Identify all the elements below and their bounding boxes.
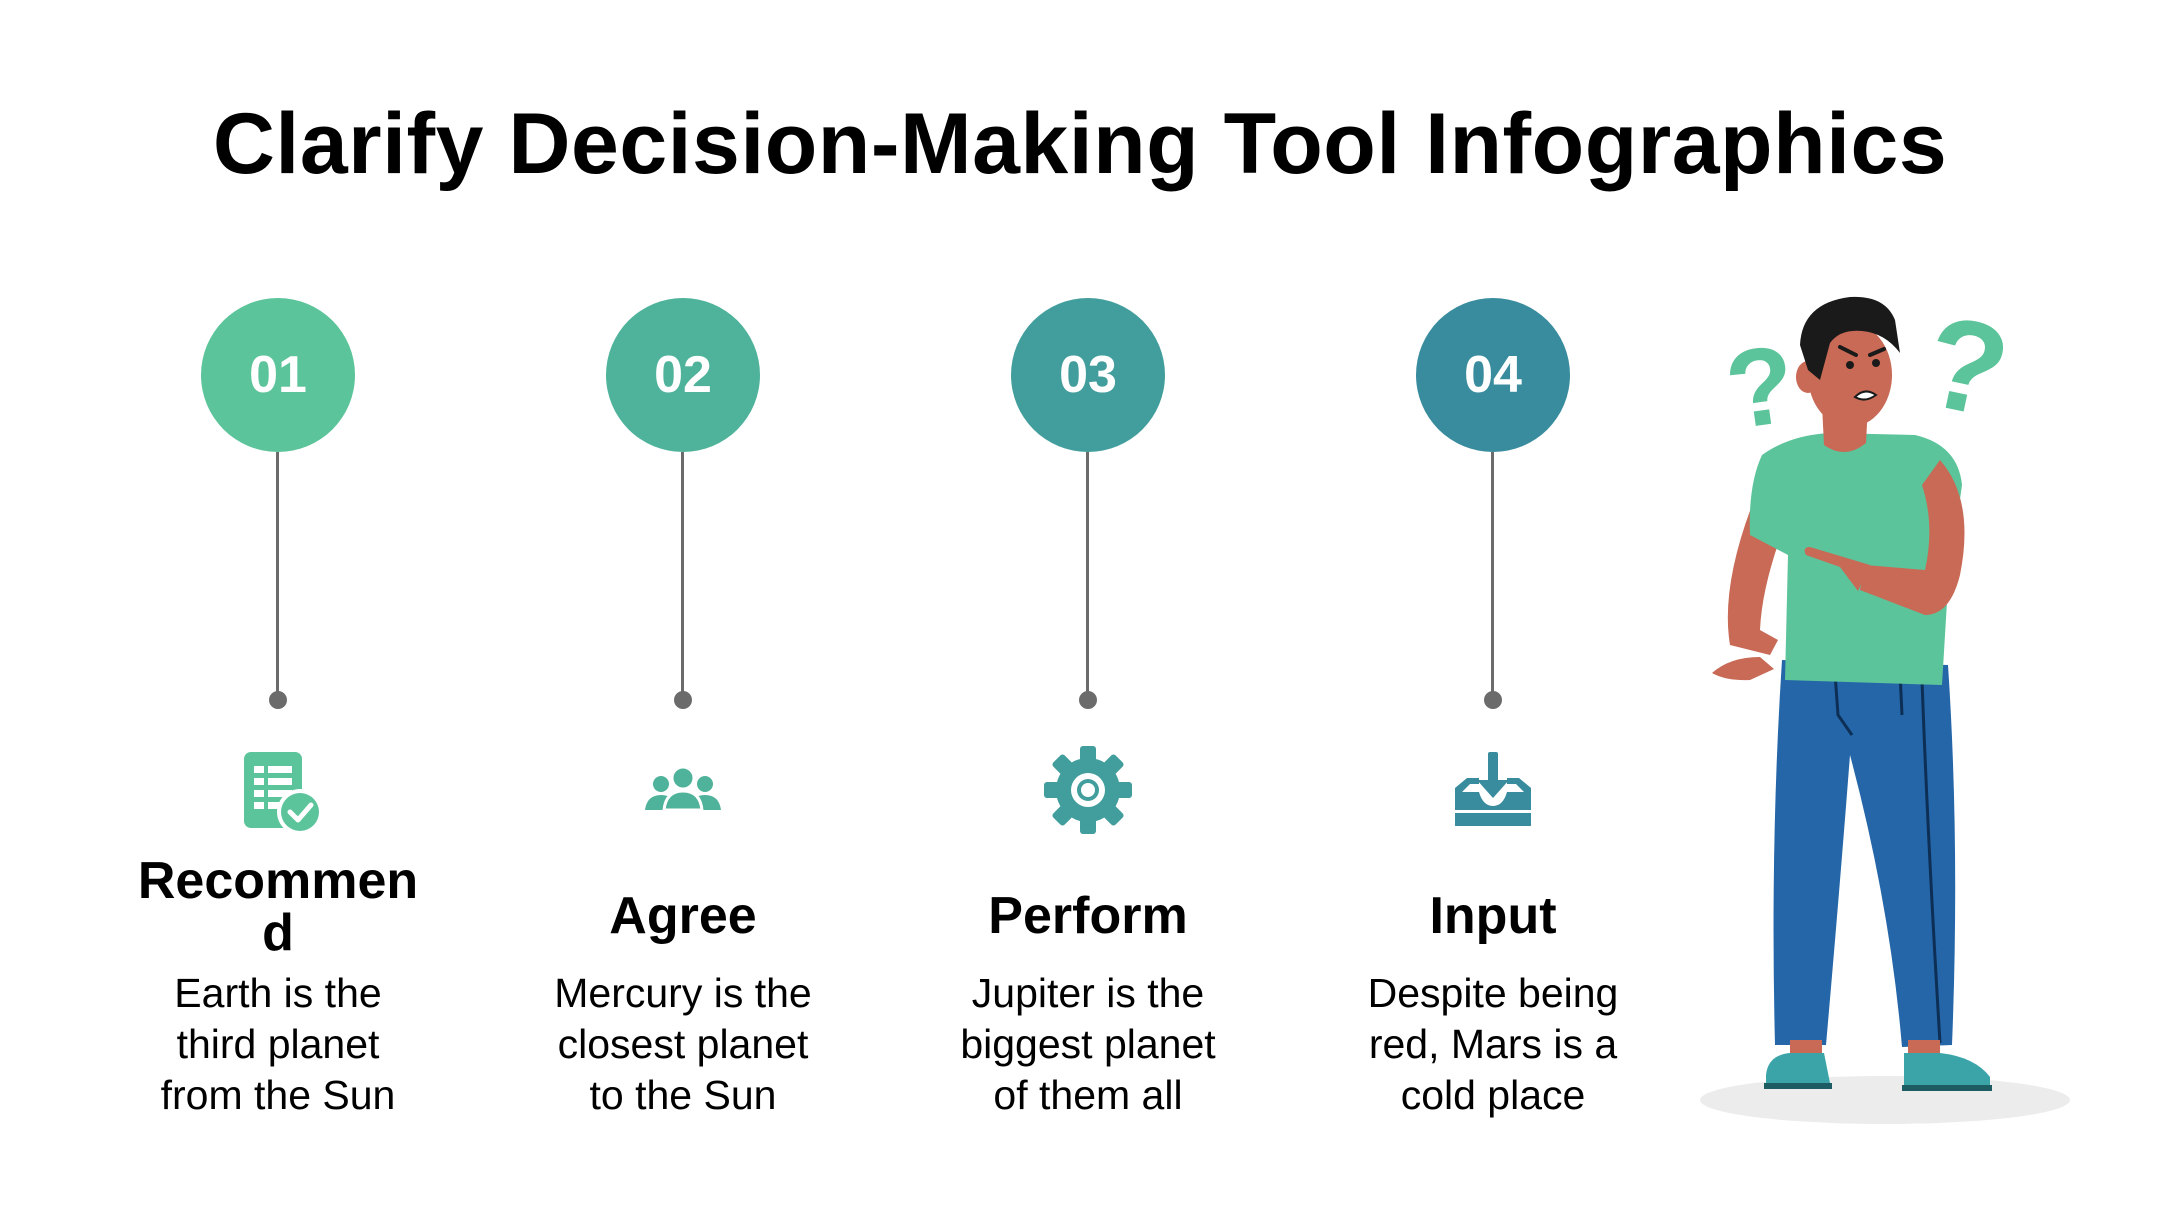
connector-dot <box>1484 691 1502 709</box>
connector-dot <box>1079 691 1097 709</box>
step-number-badge: 01 <box>201 298 355 452</box>
page-title: Clarify Decision-Making Tool Infographic… <box>212 96 1948 192</box>
inbox-download-icon <box>1443 740 1543 840</box>
connector-dot <box>269 691 287 709</box>
step-number-badge: 02 <box>606 298 760 452</box>
connector-dot <box>674 691 692 709</box>
step-heading: Agree <box>609 887 757 945</box>
confused-man-illustration: ? ? <box>1690 285 2090 1135</box>
connector-line <box>681 452 684 698</box>
step-number-badge: 04 <box>1416 298 1570 452</box>
gear-icon <box>1038 740 1138 840</box>
question-mark-icon: ? <box>1913 287 2021 446</box>
question-mark-icon: ? <box>1719 322 1803 453</box>
step-number-badge: 03 <box>1011 298 1165 452</box>
connector-line <box>1491 452 1494 698</box>
connector-line <box>1086 452 1089 698</box>
checklist-document-icon <box>228 740 328 840</box>
step-heading: Perform <box>988 887 1188 945</box>
people-group-icon <box>633 740 733 840</box>
connector-line <box>276 452 279 698</box>
floor-shadow <box>1700 1076 2070 1124</box>
step-heading: Input <box>1429 887 1557 945</box>
